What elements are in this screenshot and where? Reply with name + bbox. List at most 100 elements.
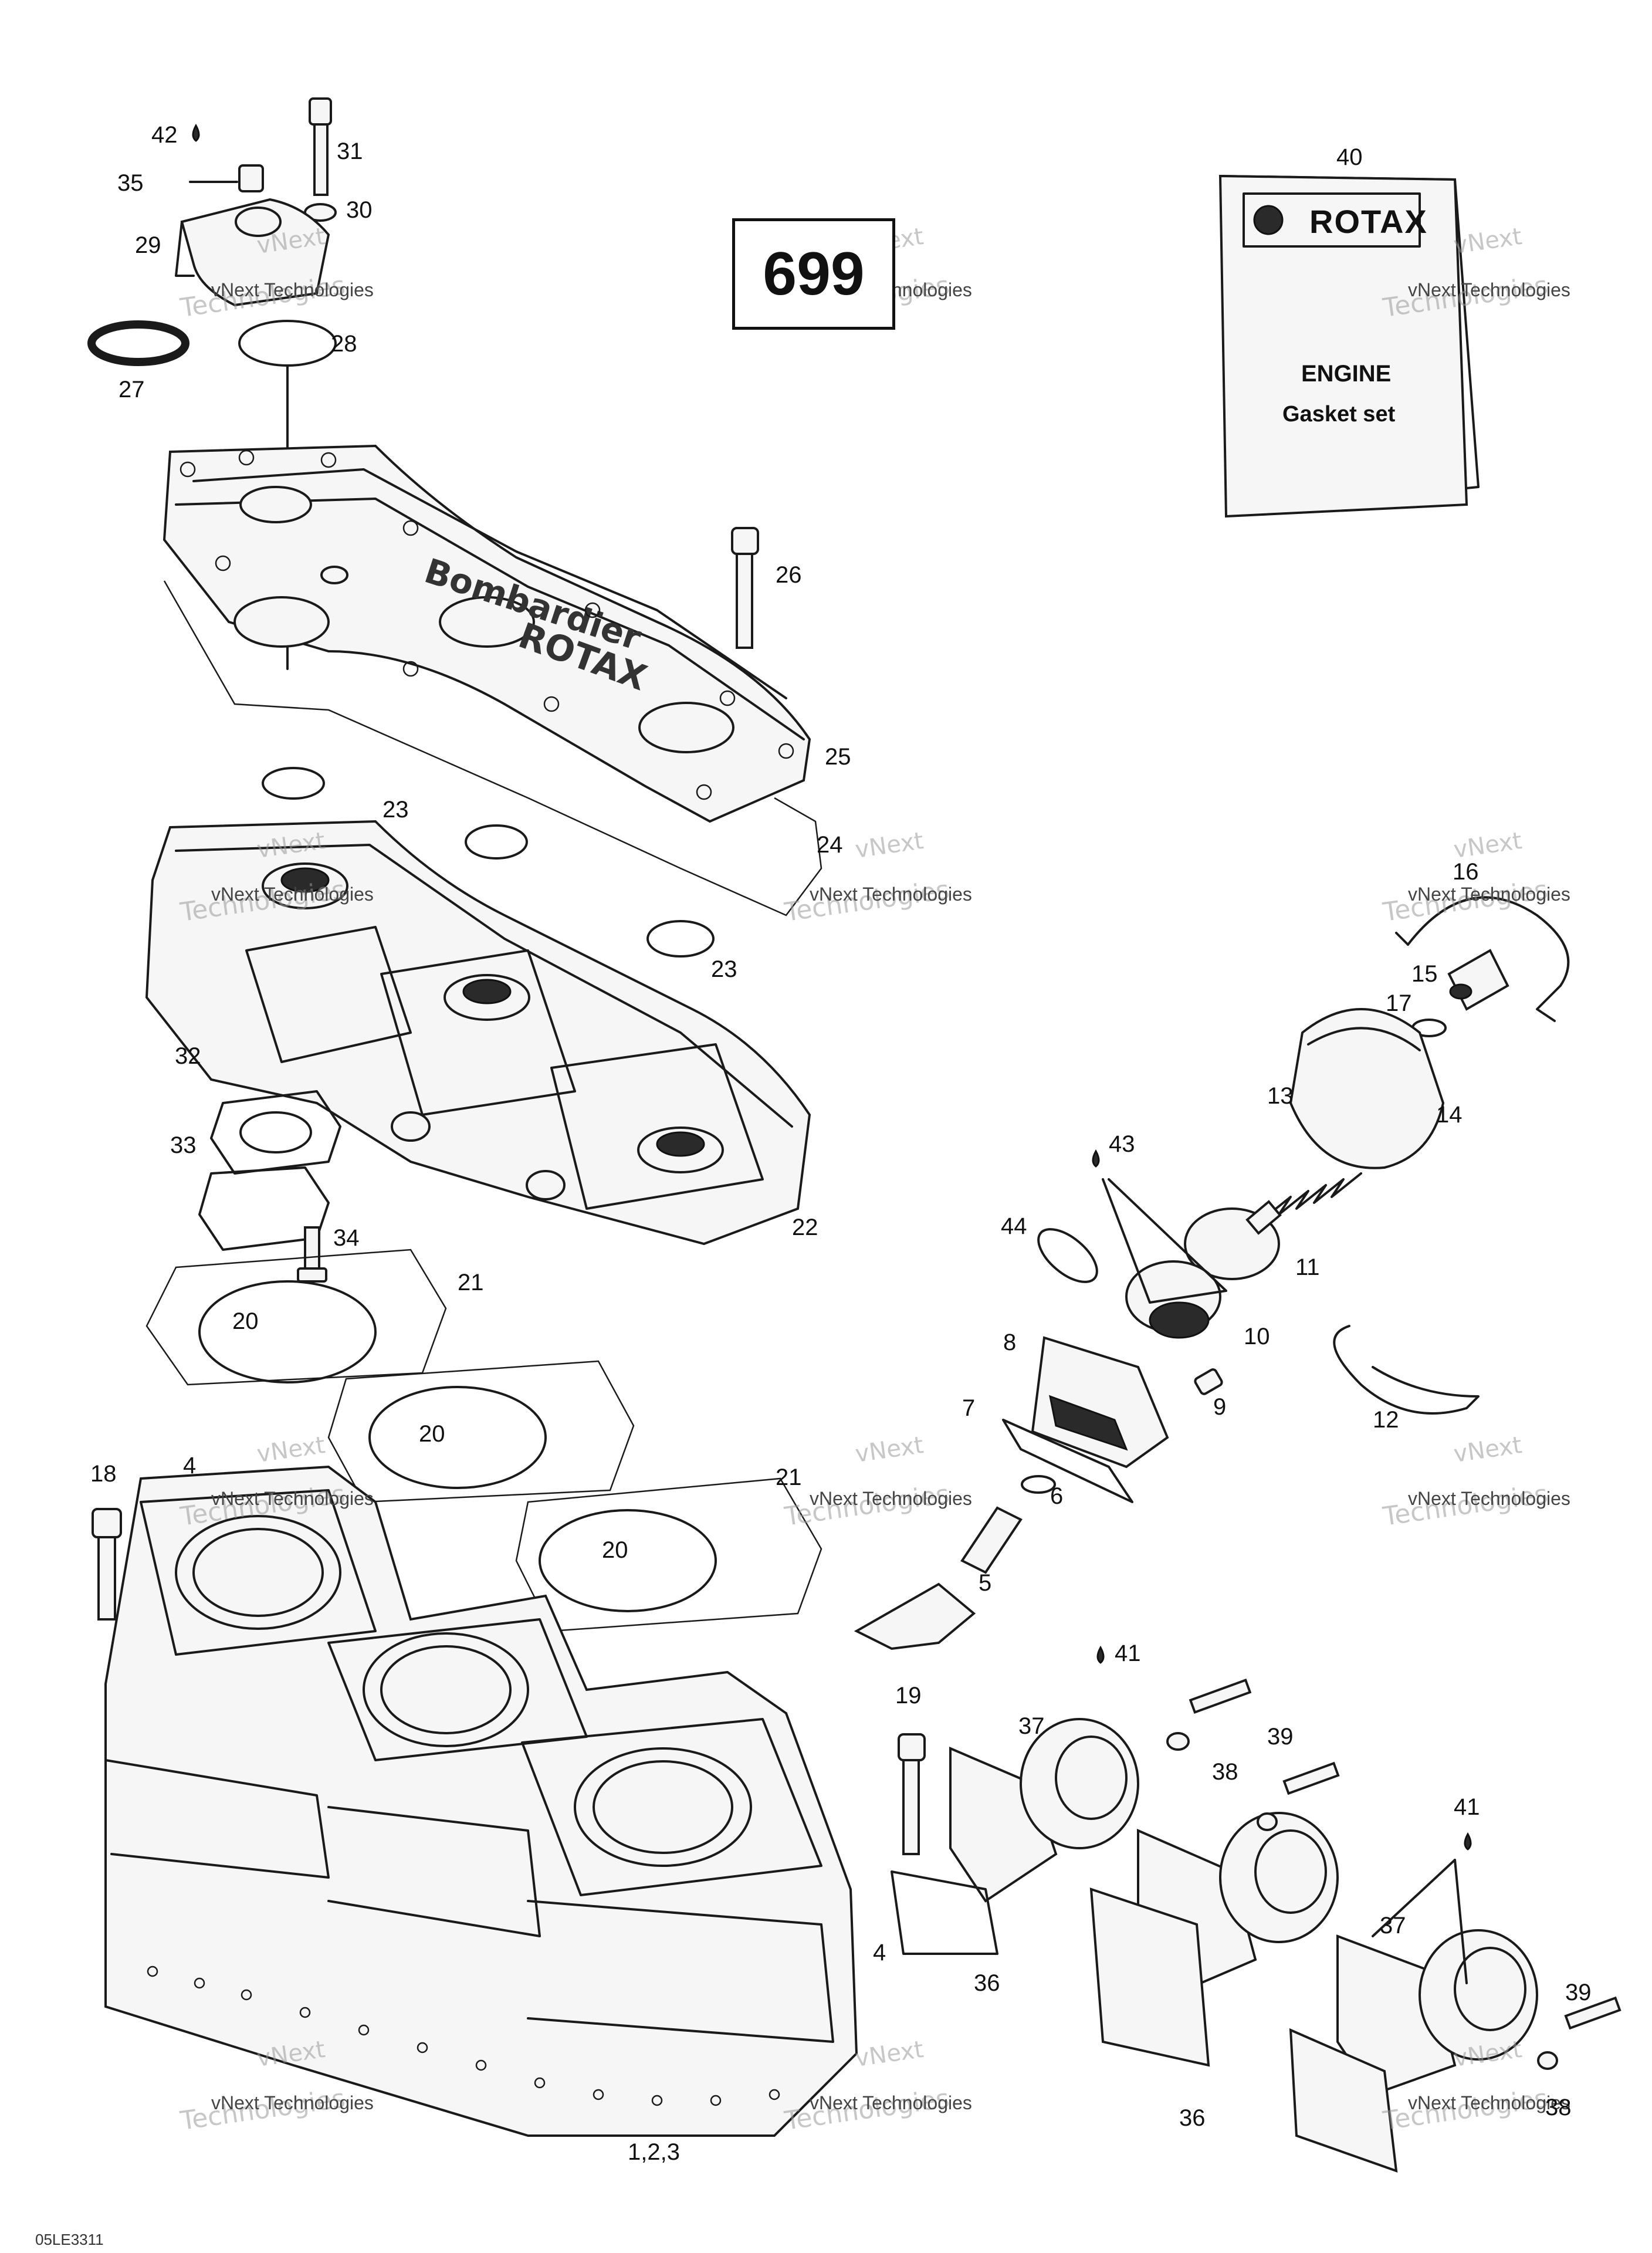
part-32-gasket xyxy=(210,1090,341,1175)
callout-44: 44 xyxy=(1001,1213,1027,1239)
part-39-bolt-a xyxy=(1189,1678,1340,1795)
callout-23: 23 xyxy=(382,797,409,823)
callout-27: 27 xyxy=(119,377,145,402)
svg-text:vNext: vNext xyxy=(1452,223,1524,259)
callout-38: 38 xyxy=(1545,2095,1572,2120)
part-40-gasket-set-booklet xyxy=(1218,174,1480,518)
part-37-manifold-c xyxy=(1336,1929,1538,2096)
part-18-bolt xyxy=(92,1508,122,1621)
callout-9: 9 xyxy=(1213,1394,1227,1420)
callout-42: 42 xyxy=(151,122,178,148)
svg-text:vNext: vNext xyxy=(854,2036,925,2072)
callout-32: 32 xyxy=(175,1043,201,1069)
callout-25: 25 xyxy=(825,744,851,770)
part-38-nut-a xyxy=(1166,1732,1190,1751)
callout-20: 20 xyxy=(232,1308,259,1334)
part-14-housing xyxy=(1289,1008,1445,1169)
svg-text:vNext Technologies: vNext Technologies xyxy=(211,279,374,300)
callout-1-2-3: 1,2,3 xyxy=(628,2139,680,2165)
svg-text:vNext: vNext xyxy=(1452,827,1524,864)
part-5-shaft-valve xyxy=(854,1506,1023,1650)
callout-33: 33 xyxy=(170,1132,197,1158)
callout-13: 13 xyxy=(1267,1083,1294,1109)
svg-text:vNext Technologies: vNext Technologies xyxy=(810,1488,972,1509)
part-23-o-ring-b xyxy=(646,920,715,958)
callout-17: 17 xyxy=(1386,990,1412,1016)
callout-40: 40 xyxy=(1336,144,1363,170)
svg-text:vNext Technologies: vNext Technologies xyxy=(1408,2092,1570,2113)
callout-38: 38 xyxy=(1212,1759,1238,1785)
part-15-plug xyxy=(1447,949,1509,1011)
part-36-gasket-b xyxy=(1089,1887,1210,2067)
callout-4: 4 xyxy=(873,1940,886,1966)
svg-text:vNext Technologies: vNext Technologies xyxy=(211,884,374,905)
gasket-set-subtitle: Gasket set xyxy=(1282,402,1396,427)
part-12-cable-tie xyxy=(1333,1325,1480,1415)
callout-16: 16 xyxy=(1453,859,1479,885)
part-13-spring xyxy=(1260,1172,1362,1222)
svg-text:vNext: vNext xyxy=(854,827,925,864)
callout-20: 20 xyxy=(419,1421,445,1447)
part-36-gasket-a xyxy=(891,1870,998,1955)
callout-36: 36 xyxy=(1179,2105,1206,2131)
part-7-gasket xyxy=(1002,1419,1133,1503)
part-22-cylinder-head xyxy=(145,820,811,1246)
callout-8: 8 xyxy=(1003,1330,1017,1355)
svg-text:vNext Technologies: vNext Technologies xyxy=(1408,279,1570,300)
callout-18: 18 xyxy=(90,1461,117,1487)
callout-20: 20 xyxy=(602,1537,628,1563)
part-24-head-gasket xyxy=(163,580,822,916)
callout-24: 24 xyxy=(817,832,843,858)
part-9-screw xyxy=(1194,1368,1223,1395)
gasket-set-title: ENGINE xyxy=(1301,361,1392,387)
part-37-manifold-a xyxy=(949,1718,1139,1903)
part-39-bolt-b xyxy=(1564,1996,1621,2030)
catalog-number-box: 699 xyxy=(732,218,895,330)
callout-29: 29 xyxy=(135,232,161,258)
part-25-cylinder-head-cover: Bombardier ROTAX xyxy=(163,444,811,823)
callout-36: 36 xyxy=(974,1970,1000,1996)
gasket-set-brand: ROTAX xyxy=(1309,203,1428,240)
callout-41: 41 xyxy=(1454,1794,1480,1820)
part-1-2-3-cylinder-block xyxy=(104,1465,858,2137)
callout-6: 6 xyxy=(1050,1483,1064,1509)
part-38-nut-b xyxy=(1537,2051,1558,2070)
callout-31: 31 xyxy=(337,138,363,164)
part-37-manifold-b xyxy=(1137,1812,1339,1997)
part-42-sealant-drop xyxy=(192,123,200,142)
callout-21: 21 xyxy=(458,1270,484,1295)
callout-23: 23 xyxy=(711,956,737,982)
part-6-o-ring xyxy=(1021,1475,1056,1494)
svg-text:vNext Technologies: vNext Technologies xyxy=(211,1488,374,1509)
catalog-number: 699 xyxy=(763,239,865,308)
svg-text:vNext: vNext xyxy=(255,1432,327,1468)
callout-15: 15 xyxy=(1411,961,1438,987)
svg-text:vNext Technologies: vNext Technologies xyxy=(1408,1488,1570,1509)
callout-11: 11 xyxy=(1295,1254,1320,1280)
part-10-valve-body xyxy=(1125,1260,1221,1339)
part-44-o-ring xyxy=(1037,1228,1098,1283)
callout-34: 34 xyxy=(333,1225,360,1251)
callout-43: 43 xyxy=(1109,1131,1135,1157)
part-28-gasket xyxy=(238,320,337,367)
callout-39: 39 xyxy=(1267,1724,1294,1750)
part-23-o-ring-a xyxy=(262,767,325,800)
callout-35: 35 xyxy=(117,170,144,196)
callout-5: 5 xyxy=(979,1570,992,1596)
part-36-gasket-c xyxy=(1289,2028,1398,2173)
callout-7: 7 xyxy=(962,1395,976,1421)
callout-12: 12 xyxy=(1373,1407,1399,1433)
part-43-sealant-drop xyxy=(1092,1149,1100,1168)
callout-4: 4 xyxy=(183,1453,197,1479)
callout-37: 37 xyxy=(1018,1713,1045,1739)
part-26-bolt xyxy=(731,527,759,649)
part-41-sealant-drop-b xyxy=(1464,1832,1472,1851)
callout-21: 21 xyxy=(776,1464,802,1490)
part-11-diaphragm xyxy=(1184,1200,1282,1280)
part-8-reed-valve xyxy=(1031,1336,1169,1469)
svg-text:vNext: vNext xyxy=(854,1432,925,1468)
callout-22: 22 xyxy=(792,1215,818,1240)
part-34-screw xyxy=(297,1226,327,1283)
part-21-base-gaskets xyxy=(145,1249,822,1632)
part-41-sealant-drop-a xyxy=(1096,1645,1105,1664)
